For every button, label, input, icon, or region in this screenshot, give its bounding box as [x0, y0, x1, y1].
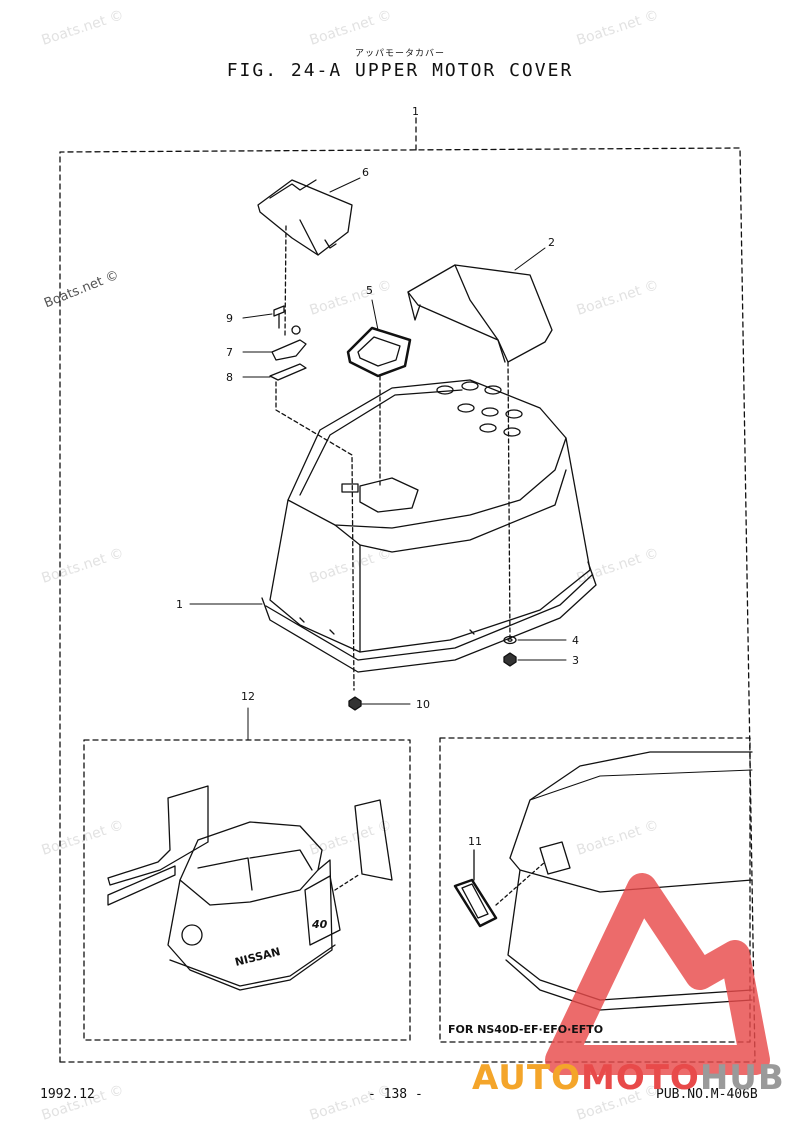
- callout-9: 9: [226, 312, 233, 325]
- callout-3: 3: [572, 654, 579, 667]
- leader-line: [284, 225, 287, 336]
- callout-5: 5: [366, 284, 373, 297]
- footer-page: - 138 -: [368, 1087, 423, 1102]
- figure-title: FIG. 24-A UPPER MOTOR COVER: [226, 60, 574, 81]
- inset-note: FOR NS40D-EF·EFO·EFTO: [448, 1023, 604, 1036]
- callout-11: 11: [468, 835, 482, 848]
- callout-10: 10: [416, 698, 430, 711]
- footer-date: 1992.12: [40, 1087, 95, 1102]
- automotohub-logo: AUTOMOTOHUB: [472, 1058, 785, 1098]
- part-8-plate: [269, 363, 307, 381]
- callout-4: 4: [572, 634, 579, 647]
- inset-ns40d-variant: [439, 737, 753, 1043]
- leader-line: [507, 361, 511, 641]
- automotohub-logo-mark: [545, 873, 770, 1075]
- callout-6: 6: [362, 166, 369, 179]
- part-4-washer: [503, 635, 517, 645]
- callout-1-top: 1: [412, 105, 419, 118]
- logo-part-moto: MOTO: [580, 1058, 700, 1098]
- decal-number: 40: [311, 918, 328, 931]
- part-10-nut: [348, 696, 362, 711]
- leader-line: [275, 381, 355, 691]
- decal-brand-text: NISSAN: [234, 945, 282, 969]
- callout-7: 7: [226, 346, 233, 359]
- part-3-nut: [503, 652, 517, 667]
- part-2-top-cap: [407, 264, 553, 363]
- part-7-clip: [271, 325, 307, 361]
- part-6-cover-plate: [257, 179, 353, 256]
- callout-leaders: [189, 177, 567, 741]
- callout-1-left: 1: [176, 598, 183, 611]
- inset-12-decal-set: [83, 739, 411, 1041]
- callout-12: 12: [241, 690, 255, 703]
- logo-part-hub: HUB: [699, 1058, 785, 1098]
- callout-8: 8: [226, 371, 233, 384]
- part-1-upper-motor-cover: [261, 379, 597, 673]
- footer-publication: PUB.NO.M-406B: [656, 1087, 758, 1102]
- callout-2: 2: [548, 236, 555, 249]
- logo-part-auto: AUTO: [472, 1058, 581, 1098]
- figure-title-japanese: アッパモータカバー: [354, 49, 445, 59]
- part-5-seal-ring: [346, 326, 412, 378]
- part-9-bolt: [273, 305, 285, 329]
